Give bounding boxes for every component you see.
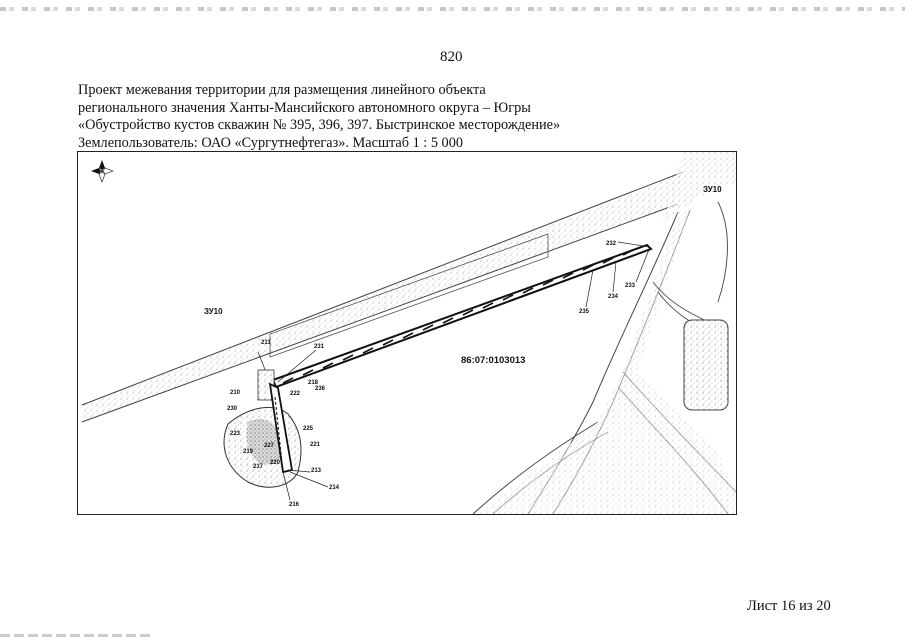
title-line-1: Проект межевания территории для размещен… [78, 82, 486, 98]
title-line-3: «Обустройство кустов скважин № 395, 396,… [78, 117, 561, 133]
well-pad [223, 369, 329, 501]
point-label-223: 223 [230, 431, 241, 437]
page-number: 820 [440, 49, 463, 65]
map-frame: ЗУ10 ЗУ10 86:07:0103013 232 233 234 235 … [77, 151, 737, 515]
title-line-2: регионального значения Ханты-Мансийского… [78, 99, 531, 116]
sheet-footer: Лист 16 из 20 [747, 598, 831, 614]
point-label-217: 217 [253, 464, 264, 470]
linear-object [271, 243, 653, 389]
road-strip [81, 171, 684, 423]
title-line-4: Землепользователь: ОАО «Сургутнефтегаз».… [78, 134, 464, 151]
point-label-218: 218 [308, 380, 319, 386]
point-label-232: 232 [606, 241, 617, 247]
scan-artifact-top [0, 7, 905, 11]
map-drawing [81, 152, 736, 514]
corridor-outline [269, 233, 549, 358]
title-block: Проект межевания территории для размещен… [78, 82, 560, 152]
cadastral-number: 86:07:0103013 [461, 355, 526, 366]
point-label-221: 221 [310, 442, 321, 448]
point-label-213: 213 [311, 468, 322, 474]
scan-artifact-bottom [0, 634, 150, 637]
point-label-219: 219 [243, 449, 254, 455]
point-label-234: 234 [608, 294, 619, 300]
point-label-225: 225 [303, 426, 314, 432]
point-label-216: 216 [289, 502, 300, 508]
pad-right [683, 319, 729, 411]
point-label-233: 233 [625, 283, 636, 289]
zone-label-left: ЗУ10 [204, 307, 223, 316]
point-label-236: 236 [315, 386, 326, 392]
point-label-231: 231 [314, 344, 325, 350]
north-arrow-icon [91, 160, 114, 183]
zone-label-right: ЗУ10 [703, 185, 722, 194]
point-label-230: 230 [227, 406, 238, 412]
point-label-214: 214 [329, 485, 340, 491]
terrain-upper [663, 152, 736, 222]
point-label-210: 210 [230, 390, 241, 396]
point-label-222: 222 [290, 391, 301, 397]
point-label-235: 235 [579, 309, 590, 315]
point-label-220: 220 [270, 460, 281, 466]
point-label-211: 211 [261, 340, 271, 346]
point-label-227: 227 [264, 443, 275, 449]
terrain-lower [478, 210, 736, 514]
